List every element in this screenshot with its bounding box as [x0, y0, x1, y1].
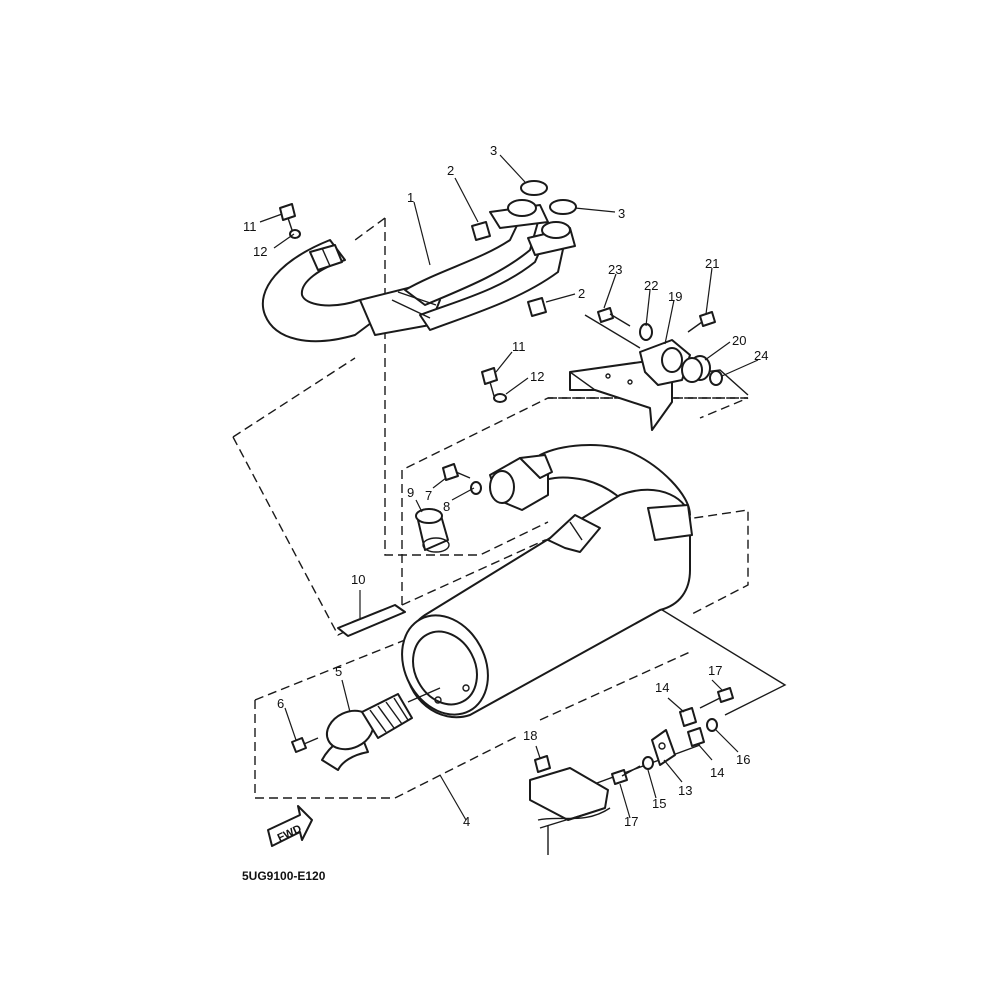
- callout-22: 22: [644, 278, 658, 293]
- callout-4: 4: [463, 814, 470, 829]
- callout-17b: 17: [624, 814, 638, 829]
- washer-12b: [493, 393, 507, 403]
- damper-20: [681, 355, 711, 383]
- callout-labels: 1 2 2 3 3 4 5 6 7 8 9 10 11 11 12 12 13 …: [243, 143, 768, 829]
- gasket-3b: [549, 199, 577, 215]
- muffler-assembly: [401, 443, 693, 719]
- bolt-11a: [279, 203, 296, 231]
- callout-leaders: [259, 154, 759, 821]
- callout-1: 1: [407, 190, 414, 205]
- callout-16: 16: [736, 752, 750, 767]
- bolt-21: [687, 311, 716, 333]
- nut-2b: [527, 297, 547, 317]
- nut-2a: [471, 221, 491, 241]
- callout-18: 18: [523, 728, 537, 743]
- gasket-9: [415, 508, 450, 553]
- callout-2b: 2: [578, 286, 585, 301]
- callout-9: 9: [407, 485, 414, 500]
- callout-11a: 11: [243, 219, 257, 234]
- callout-20: 20: [732, 333, 746, 348]
- collar-14a: [679, 707, 697, 727]
- callout-23: 23: [608, 262, 622, 277]
- callout-8: 8: [443, 499, 450, 514]
- exhaust-header-pipe: [261, 199, 576, 343]
- bolt-17a: [699, 687, 734, 709]
- washer-16: [706, 718, 718, 732]
- collar-14b: [687, 727, 705, 747]
- bolt-11b: [481, 367, 498, 397]
- callout-2a: 2: [447, 163, 454, 178]
- callout-21: 21: [705, 256, 719, 271]
- washer-8: [470, 481, 482, 495]
- callout-3a: 3: [490, 143, 497, 158]
- callout-3b: 3: [618, 206, 625, 221]
- diagram-code: 5UG9100-E120: [242, 869, 326, 883]
- plate-10: [337, 604, 406, 637]
- callout-19: 19: [668, 289, 682, 304]
- callout-12a: 12: [253, 244, 267, 259]
- screw-6: [291, 737, 319, 753]
- washer-22: [639, 323, 653, 341]
- callout-24: 24: [754, 348, 768, 363]
- bolt-23: [597, 307, 631, 327]
- callout-14a: 14: [655, 680, 669, 695]
- callout-15: 15: [652, 796, 666, 811]
- bolt-17b: [611, 765, 641, 785]
- callout-6: 6: [277, 696, 284, 711]
- spark-arrester-5: [321, 687, 441, 771]
- fwd-arrow-icon: FWD: [267, 805, 313, 847]
- callout-14b: 14: [710, 765, 724, 780]
- callout-7: 7: [425, 488, 432, 503]
- damper-13: [651, 729, 676, 766]
- nut-18: [534, 755, 551, 773]
- callout-5: 5: [335, 664, 342, 679]
- collar-24: [709, 370, 723, 386]
- bolt-7: [442, 463, 471, 481]
- callout-13: 13: [678, 783, 692, 798]
- callout-10: 10: [351, 572, 365, 587]
- callout-17a: 17: [708, 663, 722, 678]
- frame-bracket: [529, 767, 611, 855]
- washer-12a: [289, 229, 301, 239]
- callout-11b: 11: [512, 339, 526, 354]
- callout-12b: 12: [530, 369, 544, 384]
- washer-15: [642, 756, 654, 770]
- bracket-mount-19: [639, 339, 691, 386]
- gasket-3a: [520, 180, 548, 196]
